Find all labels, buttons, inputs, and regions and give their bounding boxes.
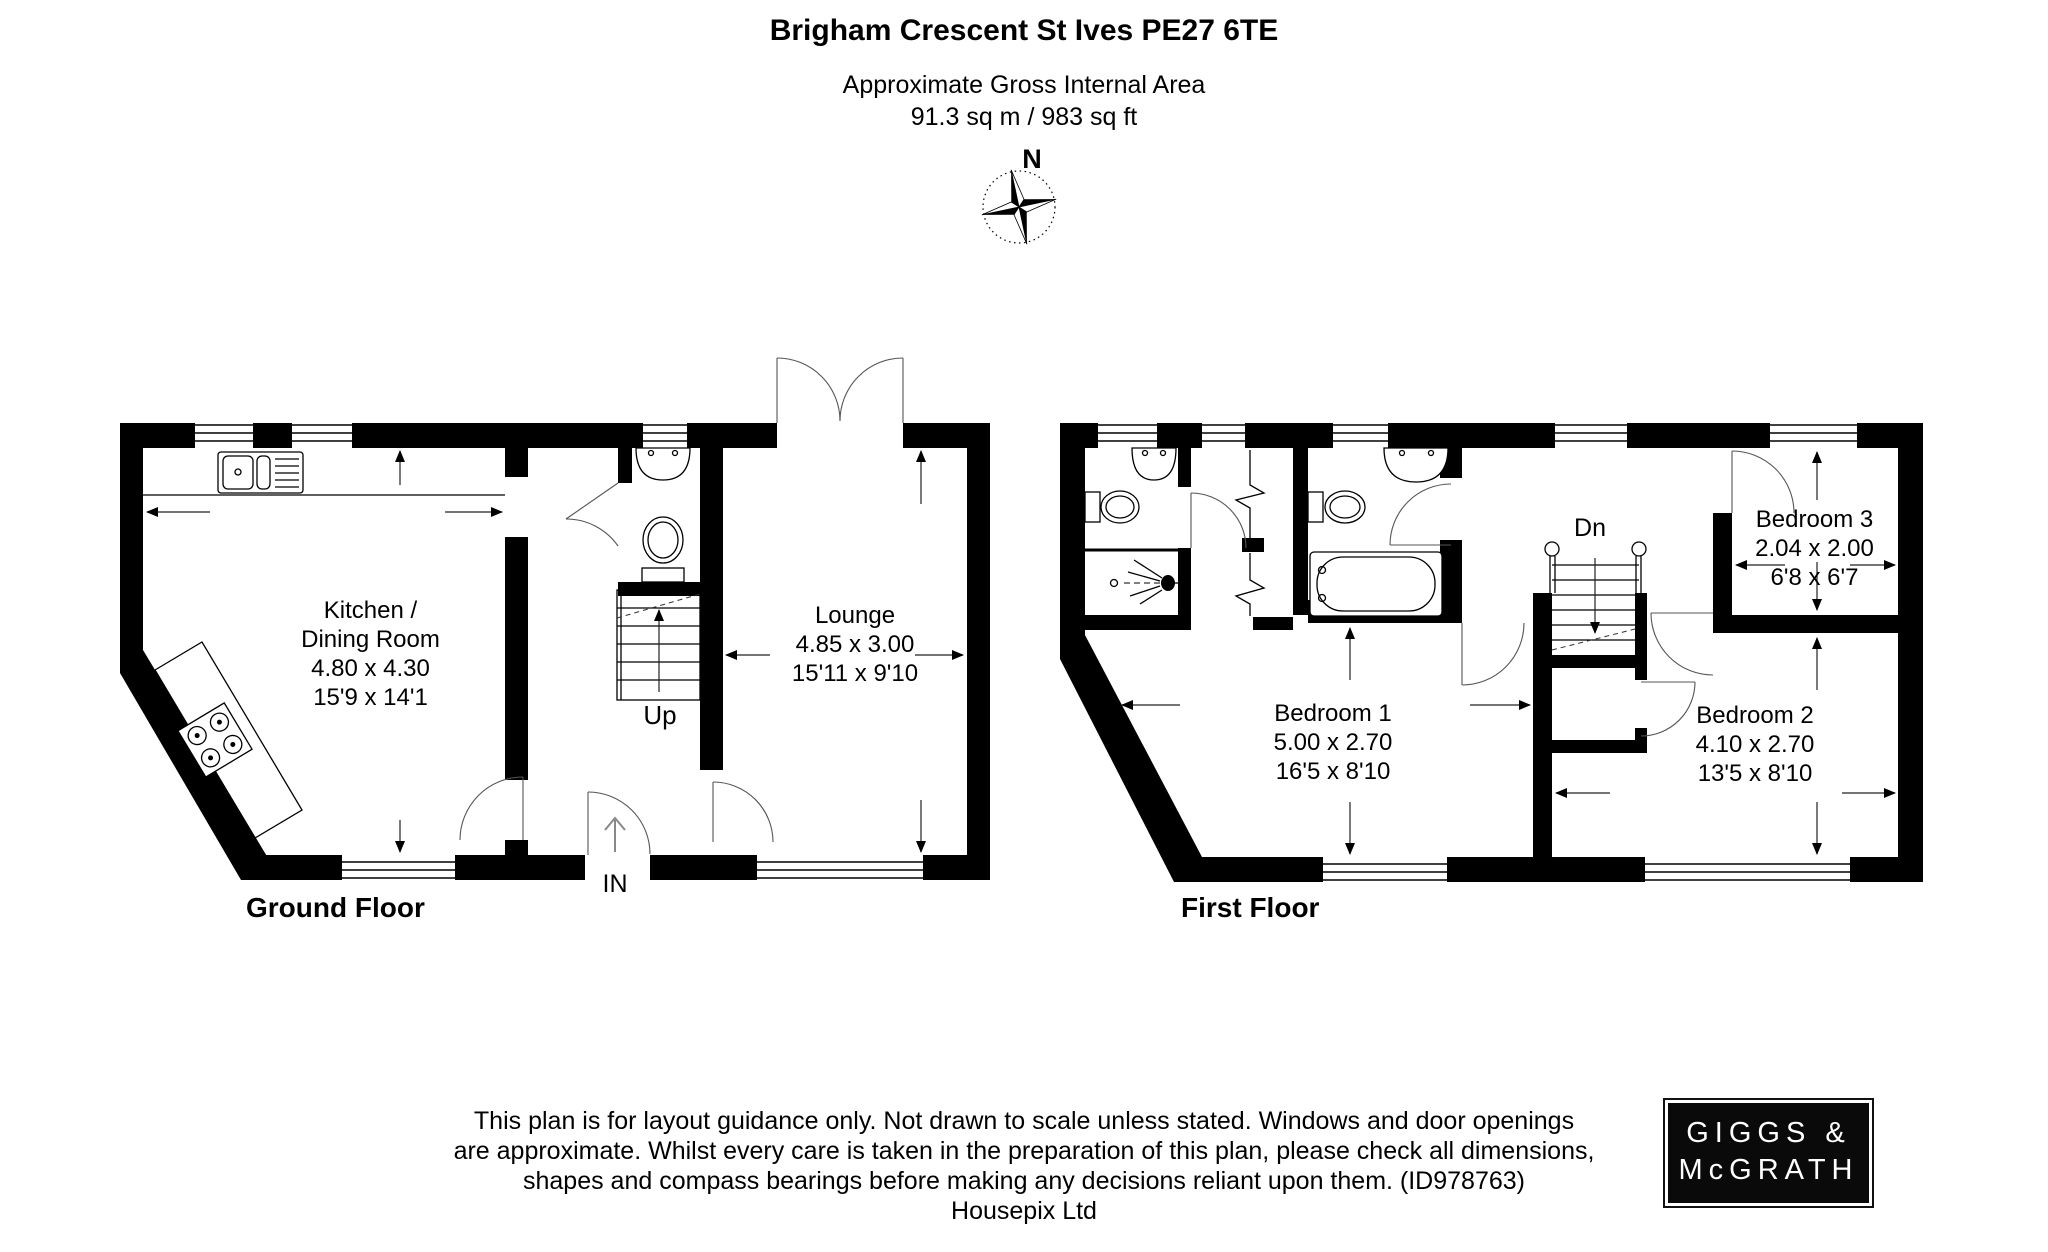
bedroom3-name: Bedroom 3: [1755, 506, 1874, 533]
disclaimer-line4: Housepix Ltd: [951, 1197, 1097, 1225]
disclaimer: This plan is for layout guidance only. N…: [0, 1106, 2048, 1226]
agency-logo-text: GIGGS & McGRATH: [1668, 1103, 1869, 1203]
wc-door: [565, 482, 619, 547]
entrance-door: [587, 791, 651, 855]
ground-walls: [120, 423, 990, 880]
french-doors: [776, 357, 904, 423]
bedroom1-dim-metric: 5.00 x 2.70: [1273, 729, 1393, 756]
subtitle-area: Approximate Gross Internal Area: [842, 71, 1206, 99]
entrance-in-arrow: [604, 816, 626, 852]
kitchen-dim-imperial: 15'9 x 14'1: [313, 684, 428, 711]
first-walls: [1060, 423, 1923, 882]
first-windows: [1098, 423, 1857, 882]
shower-toilet: [1084, 490, 1140, 524]
kitchen-door: [459, 776, 524, 841]
ground-windows: [195, 423, 923, 880]
bedroom2-dim-imperial: 13'5 x 8'10: [1697, 760, 1813, 787]
entrance-in-label: IN: [602, 870, 628, 898]
ground-dimension-arrows: [146, 450, 964, 853]
staircase-up: [616, 589, 701, 701]
bathroom-toilet: [1307, 490, 1366, 524]
disclaimer-line3: shapes and compass bearings before makin…: [523, 1167, 1525, 1195]
stairs-up-label: Up: [643, 700, 677, 730]
first-floor-title: First Floor: [1181, 892, 1320, 923]
area-value: 91.3 sq m / 983 sq ft: [910, 103, 1138, 131]
wc-toilet: [641, 516, 685, 583]
disclaimer-line1: This plan is for layout guidance only. N…: [473, 1107, 1575, 1135]
shower-room-door: [1190, 492, 1247, 549]
lounge-label: Lounge 4.85 x 3.00 15'11 x 9'10: [770, 601, 940, 688]
agency-logo-line1: GIGGS &: [1686, 1117, 1851, 1149]
staircase-down: [1544, 541, 1647, 651]
bedroom1-door: [1461, 622, 1525, 686]
lounge-dim-imperial: 15'11 x 9'10: [791, 660, 919, 687]
compass-rose-icon: [981, 169, 1057, 245]
ground-floor-title: Ground Floor: [246, 892, 425, 923]
kitchen-label: Kitchen / Dining Room 4.80 x 4.30 15'9 x…: [283, 596, 458, 712]
bedroom1-label: Bedroom 1 5.00 x 2.70 16'5 x 8'10: [1263, 699, 1403, 786]
kitchen-dim-metric: 4.80 x 4.30: [311, 655, 430, 682]
page-title: Brigham Crescent St Ives PE27 6TE: [769, 14, 1279, 47]
kitchen-name-line2: Dining Room: [301, 626, 440, 653]
bedroom3-label: Bedroom 3 2.04 x 2.00 6'8 x 6'7: [1752, 505, 1877, 592]
bedroom2-dim-metric: 4.10 x 2.70: [1695, 731, 1815, 758]
lounge-door: [712, 781, 774, 843]
wc-basin: [635, 447, 691, 481]
lounge-dim-metric: 4.85 x 3.00: [795, 631, 915, 658]
first-dimension-arrows: [1121, 451, 1896, 855]
bedroom2-name: Bedroom 2: [1696, 702, 1814, 729]
compass-north-label: N: [1022, 144, 1042, 174]
agency-logo-line2: McGRATH: [1678, 1154, 1859, 1186]
bedroom1-dim-imperial: 16'5 x 8'10: [1275, 758, 1391, 785]
bedroom3-dim-metric: 2.04 x 2.00: [1755, 535, 1874, 562]
bedroom1-name: Bedroom 1: [1274, 700, 1392, 727]
ground-floor-plan: [120, 357, 990, 880]
kitchen-sink: [217, 451, 304, 494]
first-floor-plan: [1060, 423, 1923, 882]
bedroom3-door: [1731, 450, 1795, 514]
agency-logo: GIGGS & McGRATH: [1663, 1098, 1874, 1208]
cupboard-door: [1640, 681, 1696, 737]
lounge-name: Lounge: [814, 602, 896, 629]
hob-icon: [177, 702, 253, 778]
bathroom-basin: [1383, 447, 1449, 483]
bathroom-door: [1389, 483, 1452, 546]
kitchen-name-line1: Kitchen /: [323, 597, 418, 624]
landing-cupboards: [1234, 450, 1266, 616]
bedroom3-dim-imperial: 6'8 x 6'7: [1770, 564, 1859, 591]
shower-icon: [1085, 548, 1178, 605]
kitchen-counter: [143, 494, 505, 839]
stairs-dn-label: Dn: [1574, 514, 1606, 542]
shower-basin: [1131, 447, 1177, 481]
bathtub: [1309, 551, 1443, 617]
disclaimer-line2: are approximate. Whilst every care is ta…: [453, 1137, 1595, 1165]
bedroom2-label: Bedroom 2 4.10 x 2.70 13'5 x 8'10: [1685, 701, 1825, 788]
bedroom2-door: [1650, 612, 1714, 676]
